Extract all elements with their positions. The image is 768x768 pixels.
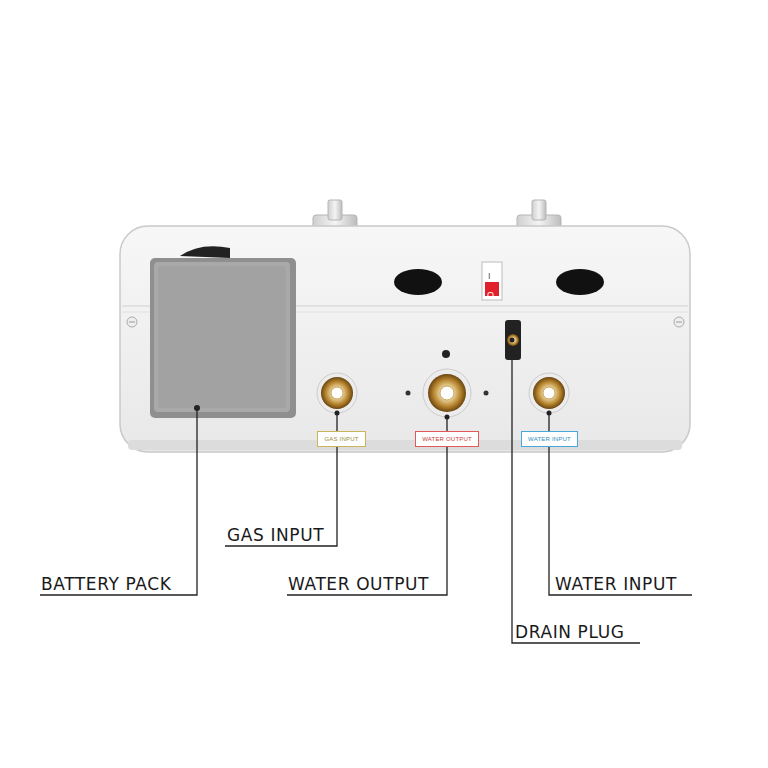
label-holder: GAS INPUT [227, 525, 324, 545]
label-holder: O [487, 284, 494, 302]
callout-label: WATER INPUT [555, 574, 677, 594]
port-label-box: GAS INPUT [317, 431, 366, 447]
callout-label: BATTERY PACK [41, 574, 171, 594]
label-holder: BATTERY PACK [41, 574, 171, 594]
port-label-box: WATER INPUT [521, 431, 578, 447]
callout-label: DRAIN PLUG [515, 622, 624, 642]
switch-mark: O [487, 290, 494, 300]
callout-label: GAS INPUT [227, 525, 324, 545]
port-label: WATER OUTPUT [421, 434, 473, 444]
label-holder: WATER OUTPUT [288, 574, 429, 594]
port-label: GAS INPUT [323, 434, 360, 444]
port-label: WATER INPUT [527, 434, 572, 444]
label-holder: I [488, 265, 491, 283]
label-holder: WATER INPUT [555, 574, 677, 594]
label-holder: DRAIN PLUG [515, 622, 624, 642]
switch-mark: I [488, 271, 491, 281]
port-label-box: WATER OUTPUT [415, 431, 479, 447]
callout-label: WATER OUTPUT [288, 574, 429, 594]
